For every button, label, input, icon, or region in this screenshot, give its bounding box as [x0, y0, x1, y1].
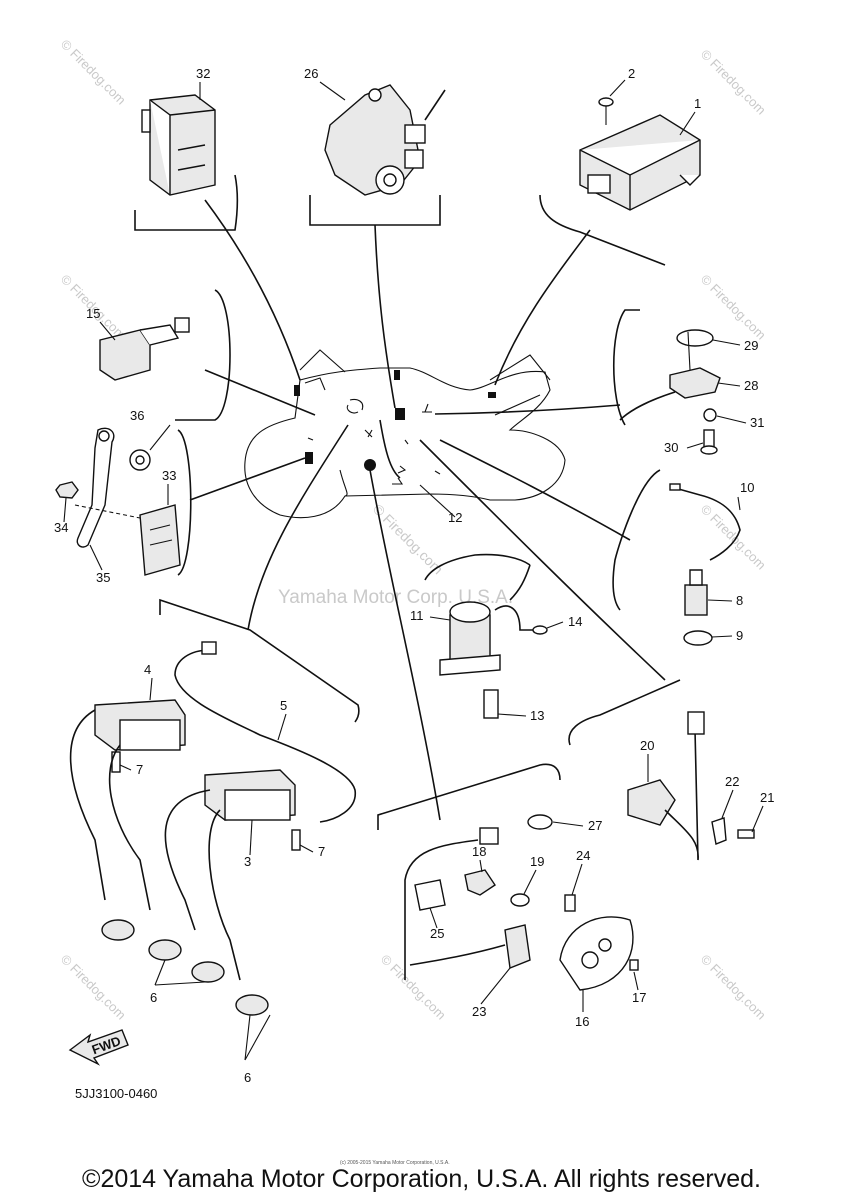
bolt-part-7b	[291, 829, 301, 851]
bolt-part-21	[737, 829, 755, 839]
callout-22: 22	[725, 774, 739, 789]
gasket-part-9	[683, 630, 713, 646]
sensor-part-20	[627, 711, 705, 861]
callout-36: 36	[130, 408, 144, 423]
copyright-text: ©2014 Yamaha Motor Corporation, U.S.A. A…	[82, 1165, 761, 1193]
bolt-part-30	[700, 429, 718, 455]
switch-part-28	[619, 367, 721, 421]
watermark-site-3: © Firedog.com	[698, 47, 769, 118]
callout-20: 20	[640, 738, 654, 753]
watermark-site-8: © Firedog.com	[698, 952, 769, 1023]
callout-15: 15	[86, 306, 100, 321]
callout-32: 32	[196, 66, 210, 81]
callout-29: 29	[744, 338, 758, 353]
wire-part-5	[174, 641, 356, 823]
washer-part-36	[129, 449, 151, 471]
callout-10: 10	[740, 480, 754, 495]
callout-6b: 6	[244, 1070, 251, 1085]
callout-16: 16	[575, 1014, 589, 1029]
electrical-parts-diagram: Yamaha Motor Corp. U.S.A. © Firedog.com …	[54, 37, 774, 1101]
washer-part-19	[510, 893, 530, 907]
callout-11: 11	[410, 608, 424, 623]
ignition-coil-part-4	[94, 699, 186, 751]
screw-part-24	[564, 894, 576, 912]
callout-24: 24	[576, 848, 590, 863]
callout-19: 19	[530, 854, 544, 869]
group-brackets	[134, 174, 681, 830]
washer-part-31	[703, 408, 717, 422]
watermark-site-6: © Firedog.com	[698, 502, 769, 573]
harness-part-25	[404, 827, 499, 980]
callout-35: 35	[96, 570, 110, 585]
callout-2: 2	[628, 66, 635, 81]
callout-6a: 6	[150, 990, 157, 1005]
callout-18: 18	[472, 844, 486, 859]
nut-part-34	[55, 481, 79, 499]
relay-part-11	[439, 601, 501, 676]
bolt-part-13	[483, 689, 499, 719]
sensor-part-23	[409, 924, 531, 969]
ecu-part-1	[579, 114, 701, 211]
callout-25: 25	[430, 926, 444, 941]
throttle-sensor-part-26	[324, 84, 446, 196]
callout-labels: 1 2 3 4 5 6 6 7 7 8 9 10 11 12 13 14 15 …	[54, 66, 774, 1085]
callout-4: 4	[144, 662, 151, 677]
callout-23: 23	[472, 1004, 486, 1019]
callout-14: 14	[568, 614, 582, 629]
watermark-site-5: © Firedog.com	[698, 272, 769, 343]
bracket-part-35	[76, 427, 115, 548]
callout-1: 1	[694, 96, 701, 111]
callout-5: 5	[280, 698, 287, 713]
footer: ©2014 Yamaha Motor Corporation, U.S.A. A…	[0, 1160, 843, 1200]
clamp-part-22	[711, 817, 727, 845]
callout-9: 9	[736, 628, 743, 643]
bolt-part-18	[464, 869, 496, 896]
callout-leaders	[63, 79, 764, 1012]
callout-7b: 7	[318, 844, 325, 859]
callout-33: 33	[162, 468, 176, 483]
callout-34: 34	[54, 520, 68, 535]
switch-part-29	[676, 329, 714, 371]
relay-part-32	[141, 94, 216, 196]
callout-13: 13	[530, 708, 544, 723]
callout-17: 17	[632, 990, 646, 1005]
plug-leads-part-6	[69, 709, 271, 1061]
callout-28: 28	[744, 378, 758, 393]
sensor-part-15	[99, 317, 190, 381]
screw-part-2	[598, 97, 614, 125]
watermark-site-2: © Firedog.com	[58, 37, 129, 108]
fwd-arrow-icon: FWD	[68, 1029, 129, 1066]
callout-30: 30	[664, 440, 678, 455]
sensor-part-8	[684, 569, 708, 616]
plate-part-16	[559, 916, 634, 991]
watermark-site-1: © Firedog.com	[370, 501, 446, 577]
lead-part-14	[494, 564, 548, 635]
pin-part-17	[629, 959, 639, 971]
motorcycle-outline	[244, 349, 566, 519]
callout-26: 26	[304, 66, 318, 81]
pad-part-33	[74, 504, 181, 576]
callout-21: 21	[760, 790, 774, 805]
ignition-coil-part-3	[204, 769, 296, 821]
watermark-site-9: © Firedog.com	[378, 952, 449, 1023]
drawing-code: 5JJ3100-0460	[75, 1086, 157, 1101]
callout-8: 8	[736, 593, 743, 608]
callout-31: 31	[750, 415, 764, 430]
callout-7a: 7	[136, 762, 143, 777]
leader-lines	[189, 199, 666, 821]
lead-part-10	[669, 483, 741, 561]
sensor-part-27	[527, 814, 553, 830]
footer-small-print: (c) 2005-2015 Yamaha Motor Corporation, …	[340, 1160, 450, 1166]
watermark-site-7: © Firedog.com	[58, 952, 129, 1023]
callout-3: 3	[244, 854, 251, 869]
callout-27: 27	[588, 818, 602, 833]
